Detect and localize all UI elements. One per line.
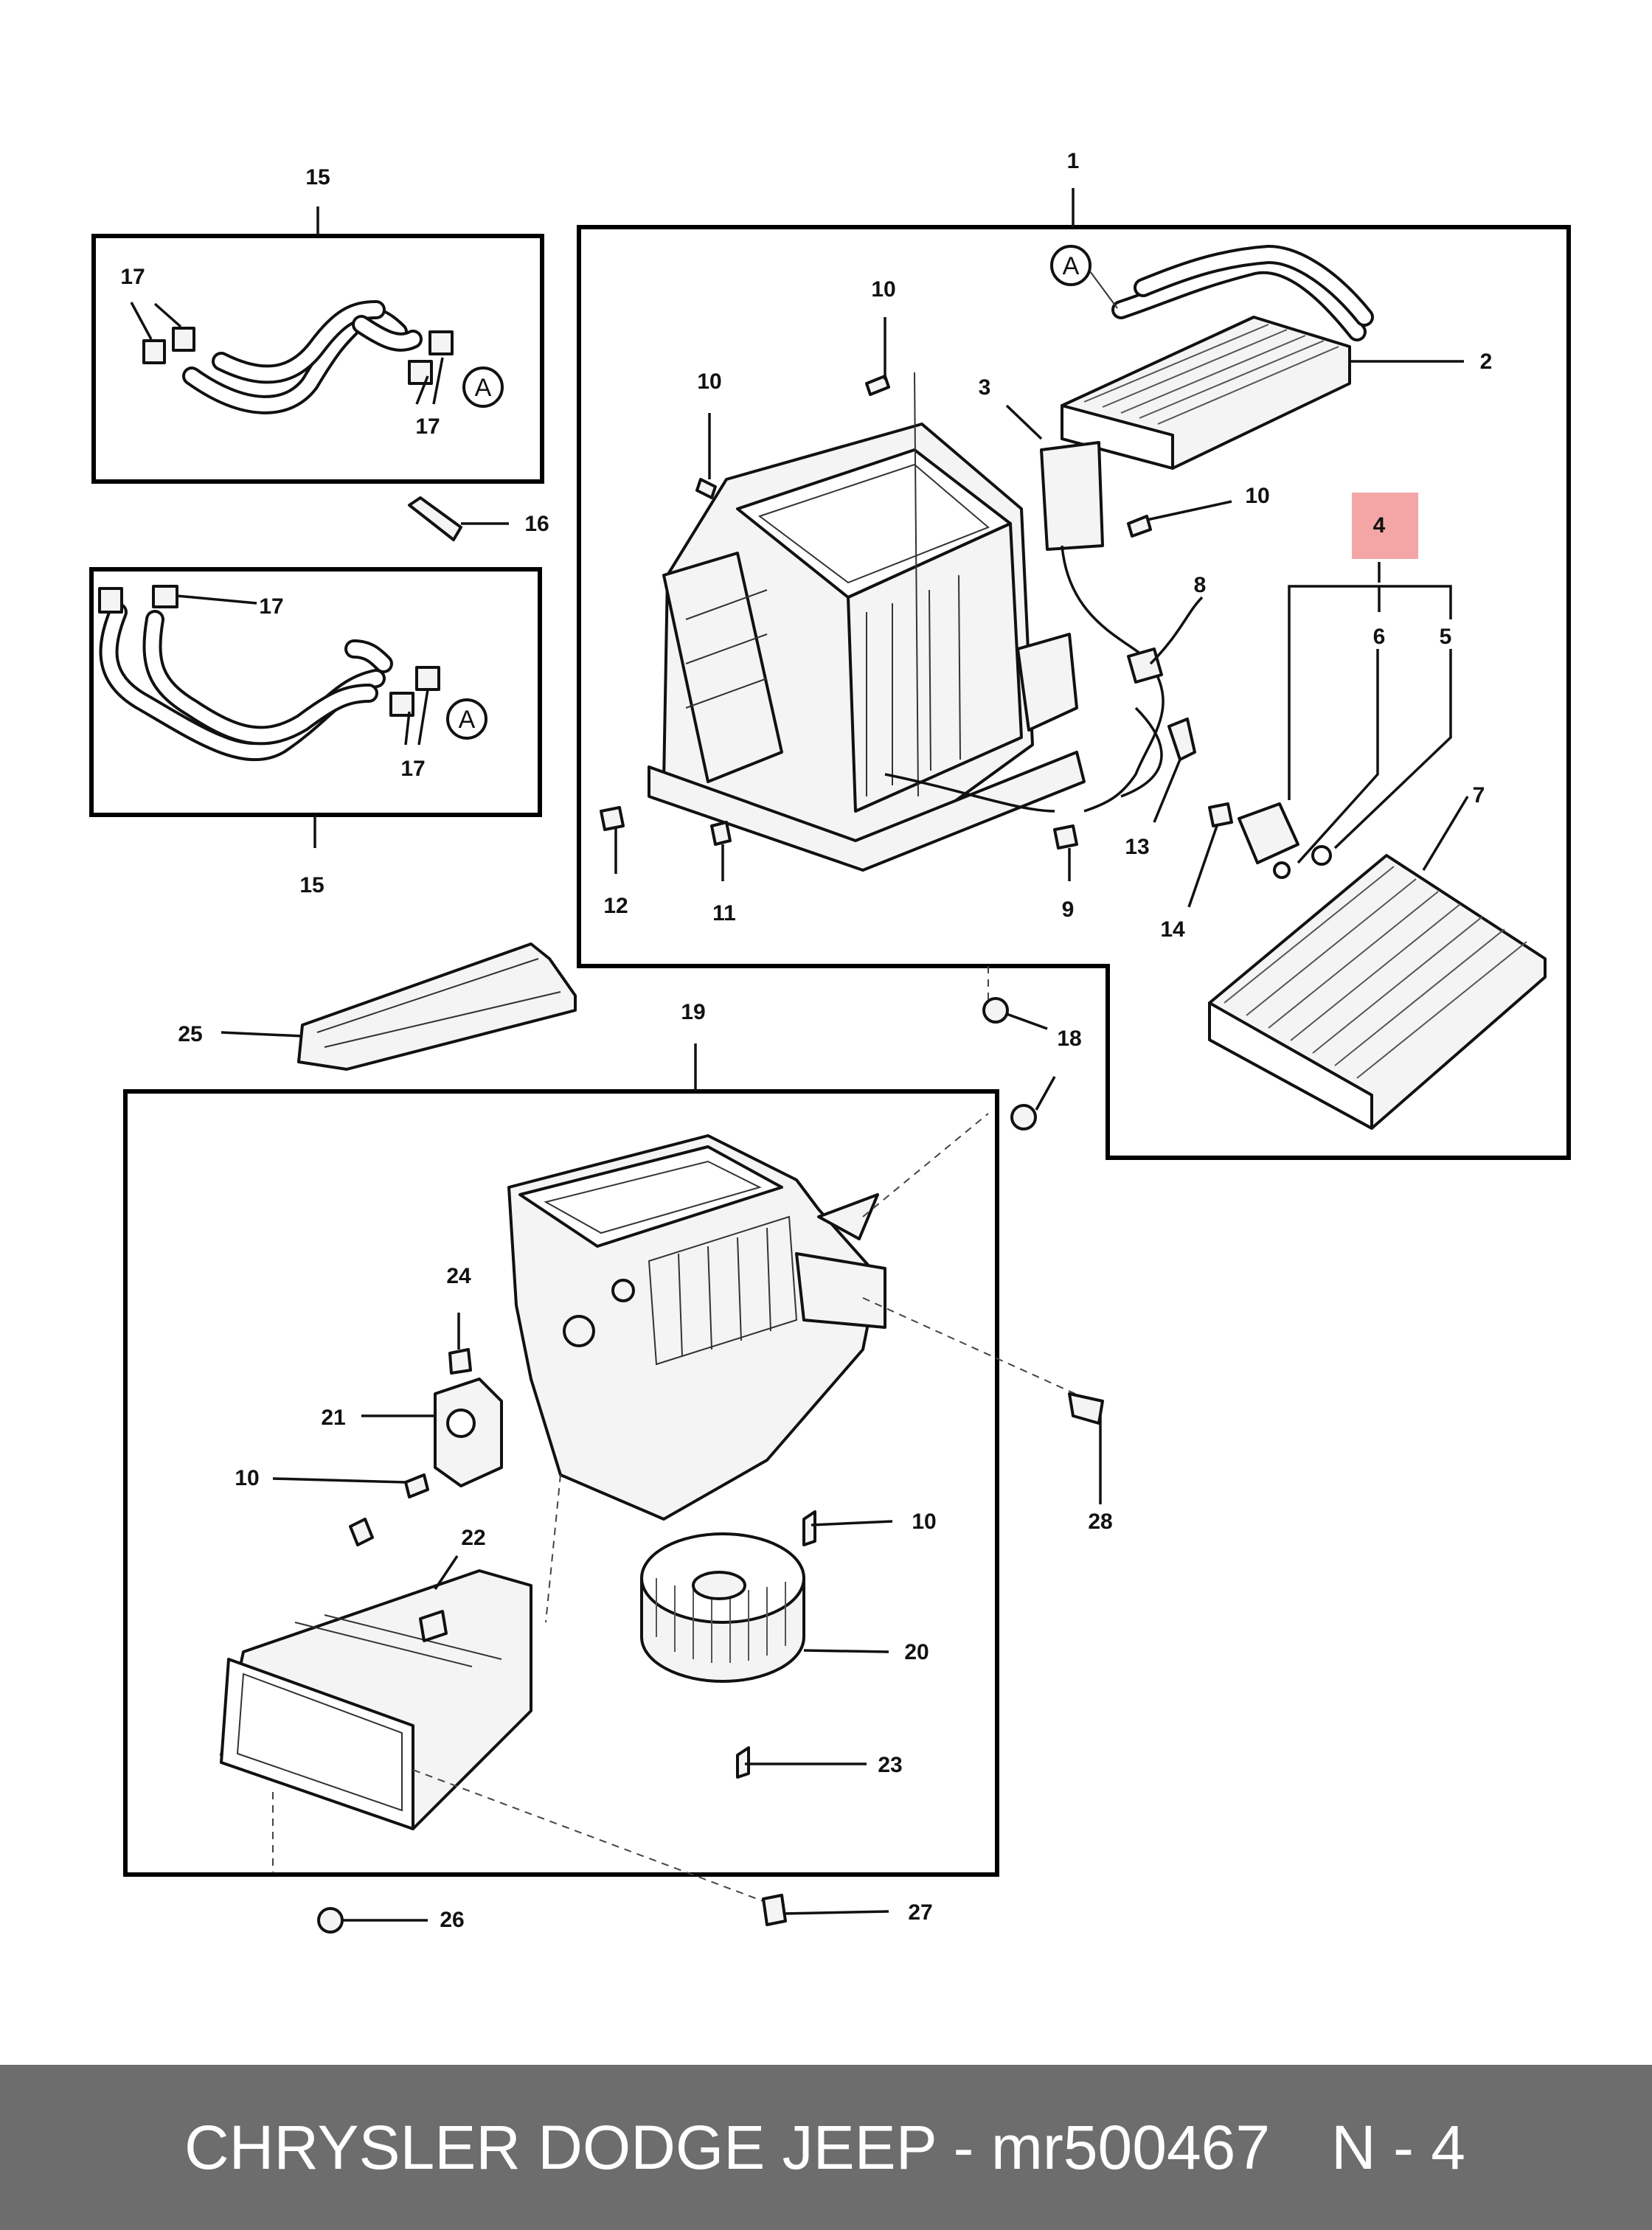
callout-7: 7 — [1473, 783, 1485, 807]
callout-3: 3 — [979, 375, 991, 400]
callout-16: 16 — [524, 512, 549, 536]
reference-a-2: A — [475, 374, 492, 402]
screws-10-top — [695, 317, 1232, 538]
reference-a-1: A — [1063, 252, 1080, 280]
clip-16 — [408, 496, 509, 541]
callout-17-a: 17 — [120, 265, 145, 289]
callout-25: 25 — [178, 1022, 202, 1046]
blower-wheel-blades — [656, 1578, 786, 1663]
callout-5: 5 — [1440, 625, 1452, 649]
callout-9: 9 — [1062, 897, 1075, 922]
blower-motor-20 — [640, 1532, 889, 1683]
callout-4-highlight — [1352, 493, 1418, 559]
resistor-21 — [361, 1313, 503, 1487]
callout-8: 8 — [1194, 573, 1207, 597]
callout-23: 23 — [878, 1753, 902, 1777]
callout-17-b: 17 — [415, 414, 440, 439]
callout-17-c: 17 — [259, 594, 283, 619]
harness-8 — [884, 545, 1204, 813]
callout-28: 28 — [1088, 1510, 1112, 1534]
callout-4-group — [1238, 493, 1452, 879]
blower-housing — [507, 1113, 1092, 1623]
callout-6: 6 — [1373, 625, 1386, 649]
callout-15-b: 15 — [299, 873, 324, 897]
footer-bar: CHRYSLER DODGE JEEP - mr500467 N - 4 — [0, 2065, 1652, 2230]
reference-a-3: A — [459, 706, 476, 734]
callout-22: 22 — [461, 1526, 485, 1550]
heater-core-fins — [1083, 324, 1339, 425]
callout-27: 27 — [908, 1900, 932, 1925]
callout-10-d: 10 — [235, 1466, 259, 1490]
callout-10-c: 10 — [1245, 484, 1269, 508]
filter-housing-22 — [220, 1555, 768, 1903]
callout-12: 12 — [603, 894, 628, 918]
callout-4: 4 — [1373, 513, 1386, 538]
duct-25 — [221, 942, 577, 1071]
callout-18: 18 — [1057, 1027, 1081, 1051]
callout-2: 2 — [1480, 350, 1493, 374]
callout-labels: 1 2 3 4 5 6 7 8 9 10 10 10 10 10 11 12 1… — [120, 149, 1492, 1932]
callout-24: 24 — [446, 1264, 471, 1288]
blower-box — [123, 1043, 999, 1877]
callout-10-b: 10 — [697, 369, 721, 394]
footer-title: CHRYSLER DODGE JEEP - mr500467 — [184, 2113, 1271, 2182]
callout-13: 13 — [1125, 835, 1149, 859]
nuts-18 — [982, 966, 1056, 1130]
callout-10-e: 10 — [912, 1510, 936, 1534]
small-parts — [600, 718, 1233, 908]
callout-11: 11 — [712, 901, 736, 925]
hose-box-upper — [91, 206, 544, 484]
callout-20: 20 — [904, 1640, 929, 1664]
callout-14: 14 — [1160, 917, 1185, 942]
evaporator-7 — [1208, 796, 1547, 1130]
callout-19: 19 — [681, 1000, 705, 1024]
actuator-3 — [1005, 404, 1104, 551]
callout-1: 1 — [1067, 149, 1080, 173]
hose-box-lower — [89, 567, 542, 848]
callout-26: 26 — [440, 1908, 464, 1932]
callout-17-d: 17 — [400, 757, 425, 781]
footer-code: N - 4 — [1331, 2113, 1466, 2182]
hvac-housing — [648, 372, 1086, 872]
callout-10-a: 10 — [871, 277, 895, 302]
parts-diagram: 1 2 3 4 5 6 7 8 9 10 10 10 10 10 11 12 1… — [89, 149, 1571, 1934]
fasteners-blower — [272, 1392, 1104, 1934]
evaporator-fins — [1224, 866, 1527, 1079]
hvac-module-frame — [577, 188, 1571, 1160]
heater-core-2 — [1050, 245, 1464, 470]
callout-15-a: 15 — [305, 165, 330, 190]
callout-21: 21 — [321, 1406, 345, 1430]
